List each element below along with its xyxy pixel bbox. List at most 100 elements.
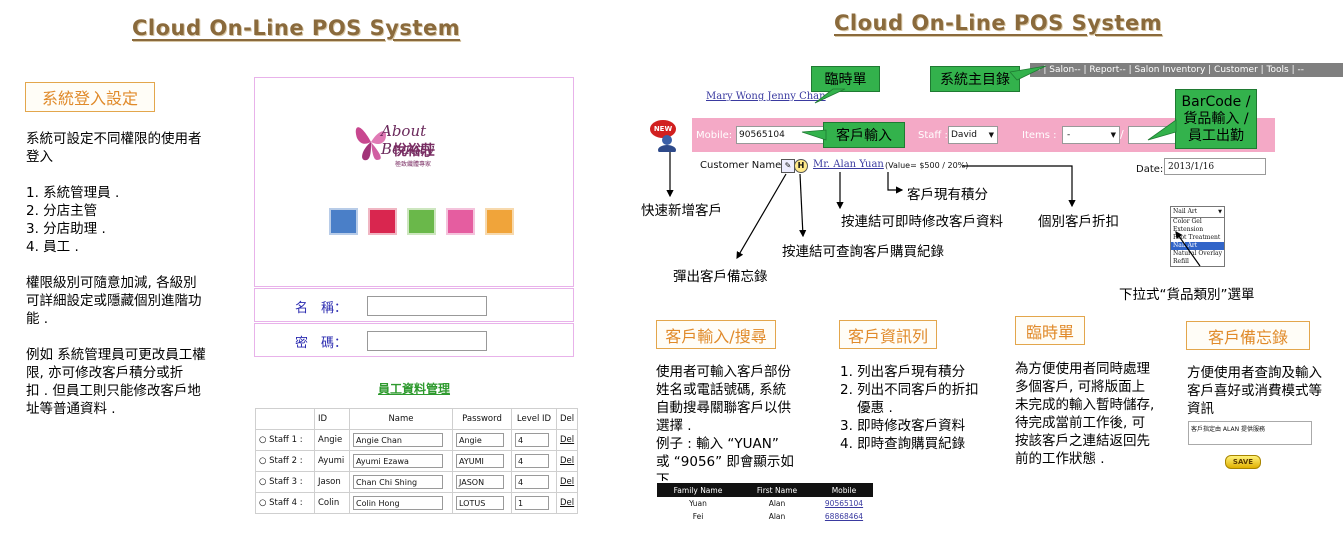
staff-level-input[interactable]: 4 [515,454,549,468]
name-input[interactable] [367,296,487,316]
staff-name-input[interactable]: Chan Chi Shing [353,475,443,489]
staff-password-input[interactable]: LOTUS [456,496,504,510]
items-select-value: - [1067,130,1071,140]
history-h-icon[interactable]: H [794,159,808,173]
temp-order-links[interactable]: Mary Wong Jenny Chan [706,91,826,102]
callout-customer-input: 客戶輸入 [823,122,905,148]
annotation-quick-add: 快速新增客戶 [641,203,722,219]
category-dropdown-list: Color Gel Extension Foot Treatment Nail … [1170,218,1225,267]
category-dropdown-selected[interactable]: Nail Art ▼ [1170,206,1225,218]
section-customer-info-title: 客戶資訊列 [839,320,937,349]
staff-label: Staff 4 : [269,498,303,508]
items-label: Items : [1022,130,1057,141]
category-dropdown[interactable]: Nail Art ▼ Color Gel Extension Foot Trea… [1170,206,1225,267]
header-mobile: Mobile [815,483,873,497]
logo-text: About Beauty [381,122,435,158]
staff-label: Staff 2 : [269,456,303,466]
s1-line: 姓名或電話號碼, 系統 [656,382,787,398]
para2-line1: 權限級別可隨意加減, 各級別 [26,275,197,291]
staff-radio[interactable]: ○ [259,498,267,508]
staff-id: Colin [314,492,350,514]
para1-line2: 登入 [26,149,53,165]
password-input[interactable] [367,331,487,351]
staff-delete-link[interactable]: Del [555,492,579,514]
s1-line: 或 “9056” 即會顯示如 [656,454,794,470]
category-option[interactable]: Extension [1173,226,1204,233]
memo-textarea[interactable]: 客戶指定由 ALAN 提供服務 [1188,421,1312,445]
theme-color-buttons [329,208,514,235]
date-input[interactable]: 2013/1/16 [1164,158,1266,175]
header-first-name: First Name [739,483,815,497]
table-row[interactable]: Fei Alan 68868464 [657,510,873,523]
staff-table: ID Name Password Level ID Del ○ Staff 1 … [255,408,579,514]
section-customer-search-text: 使用者可輸入客戶部份 姓名或電話號碼, 系統 自動搜尋關聯客戶以供 選擇 . 例… [656,363,806,481]
staff-select[interactable]: David ▼ [948,126,998,144]
theme-blue-button[interactable] [329,208,358,235]
annotation-points: 客戶現有積分 [907,187,988,203]
customer-value-text: (Value= $500 / 20%) [885,161,969,170]
s4-line: 客戶喜好或消費模式等 [1187,383,1322,399]
s1-line: 選擇 . [656,418,692,434]
section-memo-title: 客戶備忘錄 [1186,321,1310,350]
butterfly-logo-icon [355,127,387,161]
staff-password-input[interactable]: Angie [456,433,504,447]
mobile-label: Mobile: [696,130,733,141]
pointer-main-menu [1009,65,1047,81]
staff-label: Staff 3 : [269,477,303,487]
s2-line: 優惠 . [840,400,893,416]
s3-line: 待完成當前工作後, 可 [1015,415,1146,431]
customer-search-results: Family Name First Name Mobile Yuan Alan … [657,483,873,523]
login-description: 系統可設定不同權限的使用者 登入 1. 系統管理員 . 2. 分店主管 3. 分… [26,130,236,418]
annotation-memo-popup: 彈出客戶備忘錄 [673,269,768,285]
table-row[interactable]: Yuan Alan 90565104 [657,497,873,510]
section-memo-text: 方便使用者查詢及輸入 客戶喜好或消費模式等 資訊 [1187,364,1337,418]
theme-pink-button[interactable] [446,208,475,235]
password-label: 密 碼： [295,336,348,351]
main-menu-bar[interactable]: -- | Salon-- | Report-- | Salon Inventor… [1030,63,1343,77]
staff-level-input[interactable]: 1 [515,496,549,510]
s2-line: 4. 即時查詢購買紀錄 [840,436,966,452]
theme-green-button[interactable] [407,208,436,235]
staff-radio[interactable]: ○ [259,477,267,487]
staff-password-input[interactable]: JASON [456,475,504,489]
staff-name-input[interactable]: Ayumi Ezawa [353,454,443,468]
para2-line2: 可詳細設定或隱藏個別進階功 [26,293,202,309]
staff-name-input[interactable]: Colin Hong [353,496,443,510]
callout-main-menu: 系統主目錄 [930,66,1020,92]
staff-password-input[interactable]: AYUMI [456,454,504,468]
category-option[interactable]: Foot Treatment [1173,234,1221,241]
customer-name-link[interactable]: Mr. Alan Yuan [813,159,884,170]
theme-orange-button[interactable] [485,208,514,235]
result-mobile-link[interactable]: 68868464 [824,512,864,521]
add-customer-person-icon[interactable] [656,134,678,152]
login-settings-label: 系統登入設定 [25,82,155,112]
category-option[interactable]: Natural Overlay [1173,250,1222,257]
staff-radio[interactable]: ○ [259,456,267,466]
staff-radio[interactable]: ○ [259,435,267,445]
theme-red-button[interactable] [368,208,397,235]
callout-barcode-line1: BarCode / [1181,93,1251,110]
items-select[interactable]: - ▼ [1062,126,1120,144]
arrow-history [799,173,807,238]
header-family-name: Family Name [657,483,739,497]
section-temp-order-text: 為方便使用者同時處理 多個客戶, 可將版面上 未完成的輸入暫時儲存, 待完成當前… [1015,360,1175,468]
password-row: 密 碼： [254,323,574,357]
logo-subtitle: 極致纖體專家 [395,161,432,168]
staff-name-input[interactable]: Angie Chan [353,433,443,447]
result-family: Fei [692,512,704,521]
memo-save-button[interactable]: SAVE [1225,455,1261,469]
para1-line1: 系統可設定不同權限的使用者 [26,131,202,147]
new-customer-badge[interactable]: NEW [650,120,676,138]
category-option[interactable]: Color Gel [1173,218,1202,225]
s2-line: 2. 列出不同客戶的折扣 [840,382,979,398]
result-mobile-link[interactable]: 90565104 [824,499,864,508]
staff-level-input[interactable]: 4 [515,475,549,489]
pointer-customer-input [801,129,827,141]
name-row: 名 稱： [254,288,574,322]
date-label: Date: [1136,164,1164,175]
s3-line: 多個客戶, 可將版面上 [1015,379,1146,395]
result-family: Yuan [689,499,707,508]
result-first: Alan [768,512,786,521]
staff-level-input[interactable]: 4 [515,433,549,447]
category-option[interactable]: Refill [1173,258,1189,265]
